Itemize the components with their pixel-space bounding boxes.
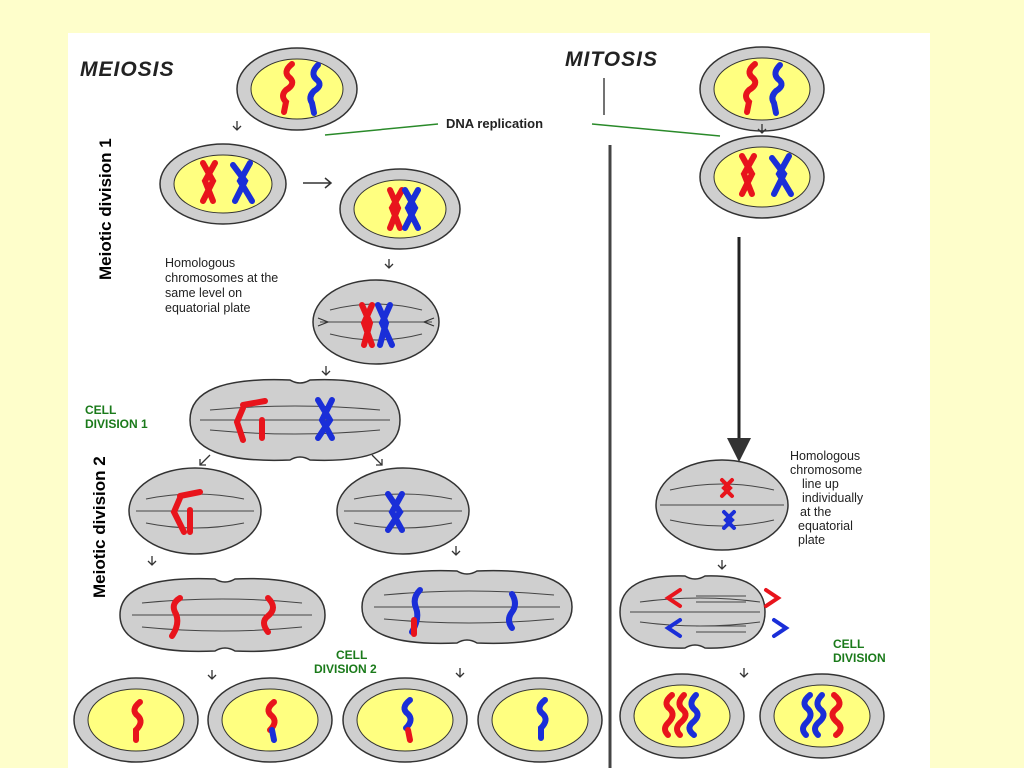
- cell-division-2-label: CELL DIVISION 2: [314, 648, 377, 676]
- meiosis-cell-anaphase-1: [189, 378, 401, 462]
- meiosis-gamete-1: [73, 677, 199, 763]
- homologous-mitosis-line-2: chromosome: [790, 463, 863, 477]
- dna-connector-right: [591, 123, 721, 137]
- meiosis-cell-anaphase-2-left: [119, 577, 326, 653]
- dna-connector-left: [324, 123, 439, 136]
- mitosis-cell-parent: [699, 46, 825, 132]
- meiotic-division-2-label: Meiotic division 2: [90, 456, 109, 598]
- mitosis-cell-replicated: [699, 135, 825, 219]
- homologous-mitosis-line-1: Homologous: [790, 449, 861, 463]
- cell-division-line-1: CELL: [833, 637, 865, 651]
- homologous-meiosis-line-4: equatorial plate: [165, 301, 251, 315]
- arrow-down-1: [232, 121, 242, 131]
- arrow-down-6: [207, 670, 217, 680]
- meiosis-title: MEIOSIS: [80, 58, 175, 81]
- homologous-mitosis-line-3: line up: [802, 477, 839, 491]
- cell-division-line-2: DIVISION: [833, 651, 886, 665]
- mitosis-daughter-2: [759, 673, 885, 759]
- meiosis-gamete-4: [477, 677, 603, 763]
- arrow-down-5: [451, 546, 461, 556]
- cell-division-2-line-2: DIVISION 2: [314, 662, 377, 676]
- homologous-mitosis-line-4: individually: [802, 491, 864, 505]
- homologous-meiosis-line-1: Homologous: [165, 256, 236, 270]
- meiosis-gamete-2: [207, 677, 333, 763]
- meiosis-cell-metaphase-1: [312, 279, 440, 365]
- homologous-meiosis-line-2: chromosomes at the: [165, 271, 279, 285]
- meiosis-cell-metaphase-2-right: [336, 467, 470, 555]
- meiosis-cell-parent: [236, 47, 358, 131]
- homologous-mitosis-note: Homologous chromosome line up individual…: [790, 449, 863, 547]
- arrow-down-m1: [757, 124, 767, 134]
- homologous-meiosis-line-3: same level on: [165, 286, 243, 300]
- mitosis-title: MITOSIS: [565, 48, 658, 71]
- cell-division-label: CELL DIVISION: [833, 637, 886, 665]
- cell-division-1-label: CELL DIVISION 1: [85, 403, 148, 431]
- arrow-down-m2: [717, 560, 727, 570]
- arrow-down-3: [321, 366, 331, 376]
- cell-division-1-line-1: CELL: [85, 403, 117, 417]
- arrow-right: [303, 177, 333, 189]
- meiosis-cell-replicated: [159, 143, 287, 225]
- meiosis-cell-synapsis: [339, 168, 461, 250]
- arrow-diag-right: [371, 454, 383, 466]
- dna-replication-label: DNA replication: [446, 116, 544, 131]
- arrow-down-4: [147, 556, 157, 566]
- meiosis-cell-metaphase-2-left: [128, 467, 262, 555]
- mitosis-cell-metaphase: [655, 459, 789, 551]
- meiosis-gamete-3: [342, 677, 468, 763]
- arrow-diag-left: [199, 454, 211, 466]
- mitosis-daughter-1: [619, 673, 745, 759]
- homologous-mitosis-line-6: equatorial: [798, 519, 853, 533]
- meiosis-cell-anaphase-2-right: [361, 569, 573, 645]
- cell-division-2-line-1: CELL: [336, 648, 368, 662]
- arrow-down-7: [455, 668, 465, 678]
- cell-division-1-line-2: DIVISION 1: [85, 417, 148, 431]
- arrow-down-m3: [739, 668, 749, 678]
- meiotic-division-1-label: Meiotic division 1: [96, 138, 115, 280]
- mitosis-cell-anaphase: [619, 575, 790, 649]
- homologous-mitosis-line-5: at the: [800, 505, 832, 519]
- homologous-mitosis-line-7: plate: [798, 533, 826, 547]
- homologous-meiosis-note: Homologous chromosomes at the same level…: [165, 256, 278, 316]
- arrow-down-2: [384, 259, 394, 269]
